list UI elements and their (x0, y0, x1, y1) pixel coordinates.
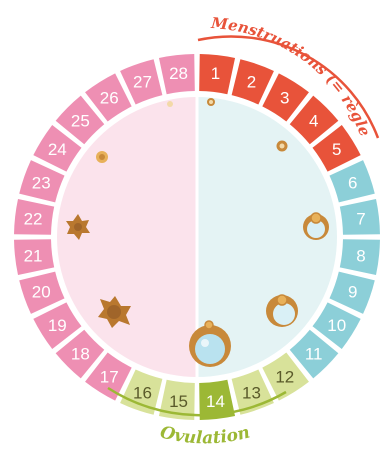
day-label-18: 18 (71, 345, 90, 364)
follicle-cell (266, 295, 298, 327)
day-label-25: 25 (71, 111, 90, 130)
day-label-27: 27 (133, 72, 152, 91)
day-label-20: 20 (32, 282, 51, 301)
follicle-cell (207, 98, 215, 106)
corpus-albicans (167, 101, 173, 107)
day-label-12: 12 (275, 368, 294, 387)
day-label-11: 11 (305, 345, 323, 364)
ovulation-label: Ovulation (158, 422, 252, 448)
day-label-15: 15 (169, 392, 188, 411)
day-label-19: 19 (48, 316, 67, 335)
day-label-1: 1 (211, 64, 220, 83)
day-label-17: 17 (100, 368, 119, 387)
day-label-7: 7 (356, 210, 365, 229)
corpus-albicans (96, 151, 108, 163)
day-label-9: 9 (348, 282, 357, 301)
day-label-6: 6 (348, 174, 357, 193)
day-label-23: 23 (32, 174, 51, 193)
day-label-16: 16 (133, 384, 152, 403)
day-label-3: 3 (280, 88, 289, 107)
day-label-26: 26 (100, 88, 119, 107)
day-label-10: 10 (327, 316, 346, 335)
day-label-13: 13 (242, 384, 261, 403)
day-label-22: 22 (24, 210, 43, 229)
day-label-8: 8 (356, 246, 365, 265)
day-label-28: 28 (169, 64, 188, 83)
day-label-21: 21 (24, 246, 43, 265)
day-label-24: 24 (48, 140, 67, 159)
day-label-4: 4 (309, 111, 318, 130)
follicle-cell (277, 141, 288, 152)
day-label-5: 5 (332, 140, 341, 159)
day-label-2: 2 (247, 72, 256, 91)
day-label-14: 14 (206, 392, 225, 411)
